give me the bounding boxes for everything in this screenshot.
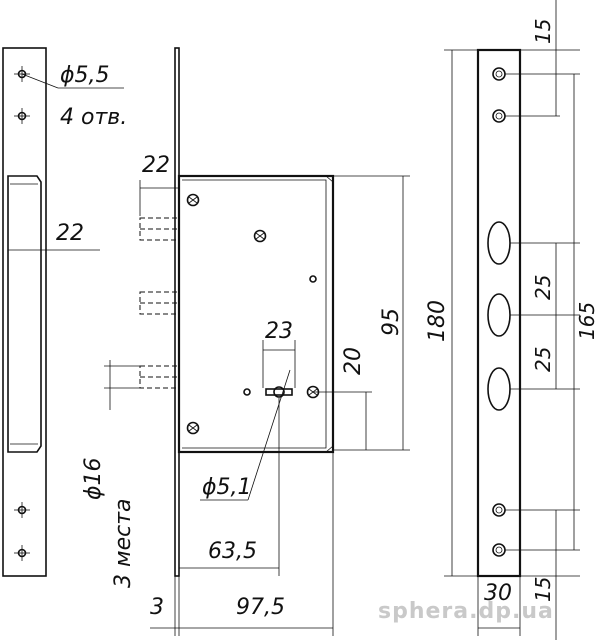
faceplate-hole-3 (492, 503, 506, 517)
bolt-opening-1 (487, 221, 511, 265)
hole-count-label: 4 отв. (60, 105, 127, 130)
hole-diameter-label: ϕ5,5 (60, 63, 110, 88)
faceplate-front-view: 180 15 25 25 165 30 15 (425, 0, 599, 640)
plate-thickness-label: 3 (150, 595, 164, 620)
bolt-opening-3 (487, 367, 511, 411)
keyhole-diameter-label: ϕ5,1 (202, 475, 252, 500)
bolt-3 (139, 365, 180, 389)
screw-middle (253, 229, 267, 243)
strike-plate-slot (7, 175, 42, 453)
bolt-1 (139, 217, 180, 241)
faceplate-hole-1 (492, 67, 506, 81)
case-depth-label: 97,5 (236, 595, 285, 620)
watermark: sphera.dp.ua (378, 599, 554, 624)
slot-width-label: 22 (56, 221, 84, 246)
dim-25-upper-label: 25 (531, 275, 555, 300)
faceplate-hole-2 (492, 109, 506, 123)
bolt-opening-2 (487, 293, 511, 337)
dim-15-bottom-label: 15 (531, 577, 555, 602)
screw-bottom-left (186, 421, 200, 435)
faceplate-hole-4 (492, 543, 506, 557)
dim-180-label: 180 (425, 300, 450, 342)
dim-15-top-label: 15 (531, 19, 555, 44)
bolt-places-label: 3 места (111, 498, 136, 588)
keyhole (265, 386, 293, 398)
screw-top-left (186, 193, 200, 207)
bolt-2 (139, 291, 180, 315)
lock-body-view: 22 ϕ16 3 места 23 ϕ5,1 20 95 63,5 3 97,5 (81, 47, 410, 636)
bolt-projection-label: 22 (142, 153, 170, 178)
keyhole-spacing-label: 23 (265, 319, 293, 344)
bolt-diameter-label: ϕ16 (81, 457, 106, 500)
faceplate-front-outline (476, 48, 522, 578)
dim-25-lower-label: 25 (531, 347, 555, 372)
dim-20-label: 20 (341, 347, 366, 375)
dim-165-label: 165 (575, 302, 599, 340)
plate-width-label: 30 (484, 581, 512, 606)
backset-label: 63,5 (208, 539, 257, 564)
dim-95-label: 95 (379, 308, 404, 336)
lock-case (177, 174, 335, 454)
strike-plate-view: ϕ5,5 4 отв. 22 (2, 47, 127, 577)
strike-plate-outline (2, 47, 47, 577)
